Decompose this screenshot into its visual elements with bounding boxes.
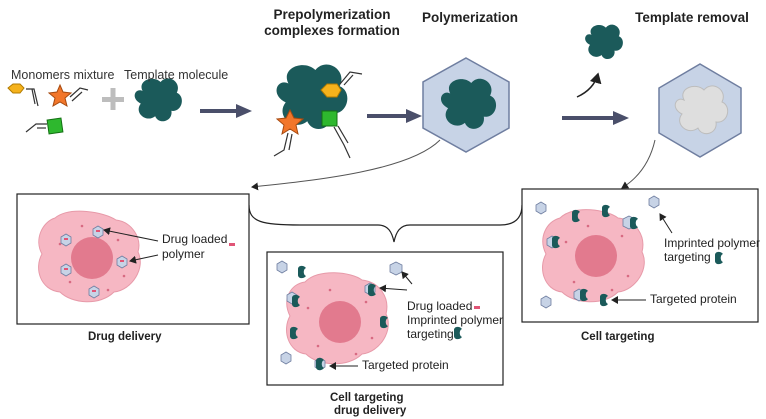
drug-loaded-label: Drug loaded: [407, 299, 473, 313]
monomers-mixture: [7, 83, 89, 135]
caption-drug-delivery: Drug delivery: [88, 331, 162, 343]
polymer-label: polymer: [162, 247, 205, 261]
targeted-protein-label: Targeted protein: [362, 358, 449, 372]
template-molecule-icon: [134, 78, 182, 122]
cell-targeting: [535, 195, 660, 309]
green-square-monomer: [46, 117, 64, 135]
step-prepolymerization-title: Prepolymerization complexes formation: [264, 7, 400, 39]
caption-cell-targeting-drug-delivery-1: Cell targeting: [330, 392, 404, 404]
drug-icon: [229, 243, 235, 246]
targeting-label: targeting: [664, 250, 711, 264]
caption-cell-targeting-drug-delivery-2: drug delivery: [334, 405, 407, 417]
vinyl-bond-icon: [71, 91, 83, 102]
polymerization-hexagon: [422, 57, 510, 153]
process-arrow: [562, 111, 629, 125]
released-template-icon: [585, 24, 623, 60]
prepolymerization-complex-icon: [273, 64, 363, 159]
pointer-line: [379, 284, 408, 293]
drug-loaded-label: Drug loaded: [162, 232, 228, 246]
step-polymerization-title: Polymerization: [421, 10, 519, 25]
pointer-line: [129, 254, 159, 264]
process-arrow: [367, 109, 422, 123]
yellow-hexagon-monomer: [7, 83, 25, 94]
imprinted-polymer-label: Imprinted polymer: [664, 236, 761, 250]
caption-cell-targeting: Cell targeting: [581, 331, 655, 343]
step-template-removal-title: Template removal: [635, 10, 749, 25]
pointer-line: [401, 271, 413, 285]
drug-icon: [474, 306, 480, 309]
vinyl-bond-icon: [69, 87, 89, 98]
plus-icon: [102, 88, 124, 110]
bracket: [248, 204, 523, 243]
connector-arrow: [251, 139, 441, 191]
targeted-protein-label: Targeted protein: [650, 292, 737, 306]
vinyl-bond-icon: [31, 88, 36, 105]
release-arrow: [576, 72, 602, 98]
orange-star-monomer: [47, 83, 73, 108]
connector-arrow: [621, 139, 656, 189]
cell-targeting-drug-delivery: [276, 260, 403, 371]
process-arrow: [200, 104, 252, 118]
vinyl-bond-icon: [25, 123, 47, 133]
monomers-mixture-label: Monomers mixture: [11, 68, 115, 82]
pointer-line: [659, 213, 673, 234]
vinyl-bond-icon: [26, 88, 39, 107]
pointer-line: [103, 227, 159, 242]
cell-drug-delivery: [38, 210, 141, 303]
targeting-label: targeting: [407, 327, 454, 341]
imprinted-hexagon: [658, 63, 742, 158]
imprinted-polymer-label: Imprinted polymer: [407, 313, 504, 327]
template-molecule-label: Template molecule: [124, 68, 229, 82]
